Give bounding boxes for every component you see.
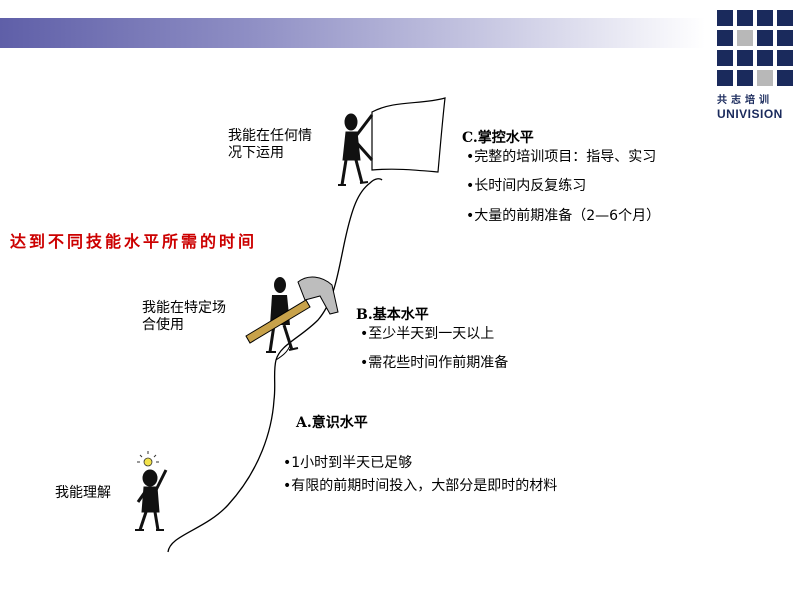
logo-square — [757, 10, 773, 26]
level-c-self-line: 我能在任何情 — [228, 128, 312, 144]
logo-square — [717, 70, 733, 86]
level-c-title: C.掌控水平 — [462, 130, 534, 146]
logo-square — [737, 30, 753, 46]
univision-logo: 共志培训 UNIVISION — [717, 10, 793, 121]
level-c-bullet: •完整的培训项目：指导、实习 — [466, 149, 657, 165]
level-b-self-line: 我能在特定场 — [142, 300, 226, 316]
logo-square — [737, 50, 753, 66]
mountain-outline — [167, 178, 383, 553]
lightbulb-icon — [137, 451, 159, 467]
level-a-title: A.意识水平 — [296, 415, 368, 431]
level-a-self-text: 我能理解 — [55, 485, 111, 501]
level-c-self-text: 我能在任何情 况下运用 — [228, 128, 312, 162]
logo-square — [777, 10, 793, 26]
logo-square — [777, 70, 793, 86]
level-c-bullet: •大量的前期准备（2—6个月） — [466, 208, 661, 224]
logo-text-cn: 共志培训 — [717, 95, 773, 106]
level-b-bullet: •需花些时间作前期准备 — [360, 355, 509, 371]
mountain-ledge — [275, 344, 291, 361]
main-title: 达到不同技能水平所需的时间 — [10, 232, 258, 251]
logo-square — [717, 10, 733, 26]
logo-squares — [717, 10, 793, 86]
flag-icon — [371, 97, 446, 173]
logo-square — [777, 30, 793, 46]
hammer-icon — [245, 276, 339, 344]
header-bar — [0, 18, 705, 48]
level-c-bullet: •长时间内反复练习 — [466, 178, 587, 194]
level-b-bullet: •至少半天到一天以上 — [360, 326, 495, 342]
level-a-bullet: •有限的前期时间投入，大部分是即时的材料 — [283, 478, 558, 494]
level-b-title: B.基本水平 — [356, 307, 429, 323]
logo-square — [757, 70, 773, 86]
level-b-self-line: 合使用 — [142, 317, 184, 333]
logo-square — [737, 10, 753, 26]
logo-square — [717, 30, 733, 46]
level-a-bullet: •1小时到半天已足够 — [283, 455, 413, 471]
level-b-self-text: 我能在特定场 合使用 — [142, 300, 226, 334]
logo-text-en: UNIVISION — [717, 107, 783, 121]
logo-square — [757, 50, 773, 66]
logo-square — [777, 50, 793, 66]
logo-square — [737, 70, 753, 86]
logo-square — [717, 50, 733, 66]
figure-c-icon — [338, 113, 374, 186]
figure-a-icon — [135, 469, 168, 531]
logo-square — [757, 30, 773, 46]
level-c-self-line: 况下运用 — [228, 145, 284, 161]
